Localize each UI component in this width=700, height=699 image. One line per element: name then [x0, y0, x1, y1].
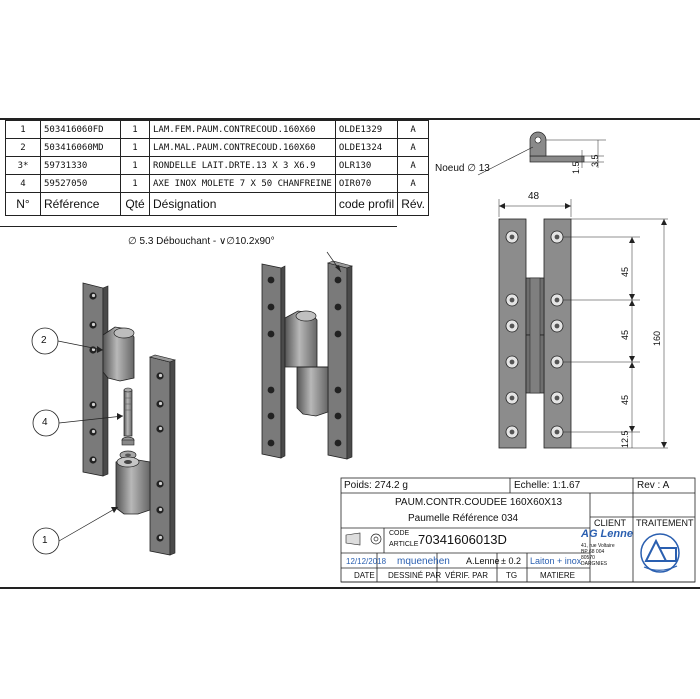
bom-row: 4 59527050 1 AXE INOX MOLETE 7 X 50 CHAN…	[5, 174, 429, 193]
dim-spacing-3: 45	[620, 394, 630, 405]
leaf-female-part-1	[115, 354, 176, 556]
bom-row: 1 503416060FD 1 LAM.FEM.PAUM.CONTRECOUD.…	[5, 120, 429, 139]
tb-drawn-by: mquenehen	[397, 556, 450, 567]
leaf-male-part-2	[82, 282, 135, 477]
assembled-view	[261, 251, 353, 460]
bom-header-row: N° Référence Qté Désignation code profil…	[5, 192, 429, 216]
tb-poids: Poids: 274.2 g	[344, 480, 408, 491]
dim-width: 48	[528, 191, 540, 202]
company-logo	[640, 533, 680, 573]
bom-header-code: code profil	[334, 192, 399, 216]
tb-title-2: Paumelle Référence 034	[408, 513, 519, 524]
callout-4-label: 4	[42, 417, 48, 428]
tb-code-label-2: ARTICLE	[389, 541, 419, 548]
tb-company-name: AG Lenne	[581, 528, 633, 540]
tb-traitement: TRAITEMENT	[636, 518, 694, 528]
addr-line: DARGNIES	[581, 561, 608, 567]
callout-4	[32, 409, 124, 437]
tb-echelle: Echelle: 1:1.67	[514, 480, 581, 491]
code-article-icon	[345, 532, 382, 546]
tb-code-label-1: CODE	[389, 530, 410, 537]
addr-line: BP 68 004	[581, 549, 605, 555]
noeud-label: Noeud ∅ 13	[435, 163, 490, 174]
dim-knuckle-large: 3.5	[590, 154, 600, 167]
dim-spacing-2: 45	[620, 329, 630, 340]
tb-material: Laiton + inox	[530, 556, 582, 566]
tb-col-drawn: DESSINÉ PAR	[388, 571, 442, 580]
callout-2	[31, 327, 104, 355]
bom-header-rev: Rév.	[397, 192, 429, 216]
dim-edge: 12.5	[620, 430, 630, 448]
bom-table: 1 503416060FD 1 LAM.FEM.PAUM.CONTRECOUD.…	[5, 120, 429, 216]
addr-line: 41, rue Voltaire	[581, 543, 615, 549]
callout-1-label: 1	[42, 535, 48, 546]
bom-header-designation: Désignation	[149, 192, 336, 216]
tb-col-verif: VÉRIF. PAR	[445, 571, 488, 580]
dim-height: 160	[652, 330, 662, 346]
bom-bottom-line	[0, 226, 397, 227]
pin-part-4	[119, 387, 137, 460]
tb-title-1: PAUM.CONTR.COUDEE 160X60X13	[395, 497, 563, 508]
orthographic-view	[477, 131, 668, 449]
callout-2-label: 2	[41, 335, 47, 346]
tb-client: CLIENT	[594, 518, 627, 528]
tb-col-tg: TG	[506, 571, 518, 580]
exploded-view	[31, 282, 176, 556]
bom-row: 2 503416060MD 1 LAM.MAL.PAUM.CONTRECOUD.…	[5, 138, 429, 157]
title-block-grid	[340, 477, 696, 583]
dim-spacing-1: 45	[620, 266, 630, 277]
tb-date-value: 12/12/2018	[346, 557, 387, 566]
bom-header-qty: Qté	[120, 192, 150, 216]
tb-code-value: 70341606013D	[418, 532, 507, 547]
dim-knuckle-small: 1.5	[571, 161, 581, 174]
tb-tolerance: ± 0.2	[501, 556, 521, 566]
top-profile	[477, 131, 606, 176]
tb-company-addr: 41, rue Voltaire BP 68 004 80570 DARGNIE…	[581, 543, 615, 567]
tb-col-date: DATE	[354, 571, 375, 580]
bom-header-ref: Référence	[40, 192, 121, 216]
bom-header-n: N°	[5, 192, 41, 216]
drill-note: ∅ 5.3 Débouchant - ∨∅10.2x90°	[128, 236, 275, 247]
tb-verified-by: A.Lenne	[466, 556, 500, 566]
addr-line: 80570	[581, 555, 595, 561]
tb-rev: Rev : A	[637, 480, 670, 491]
callout-1	[32, 506, 119, 555]
tb-col-matiere: MATIERE	[540, 571, 575, 580]
